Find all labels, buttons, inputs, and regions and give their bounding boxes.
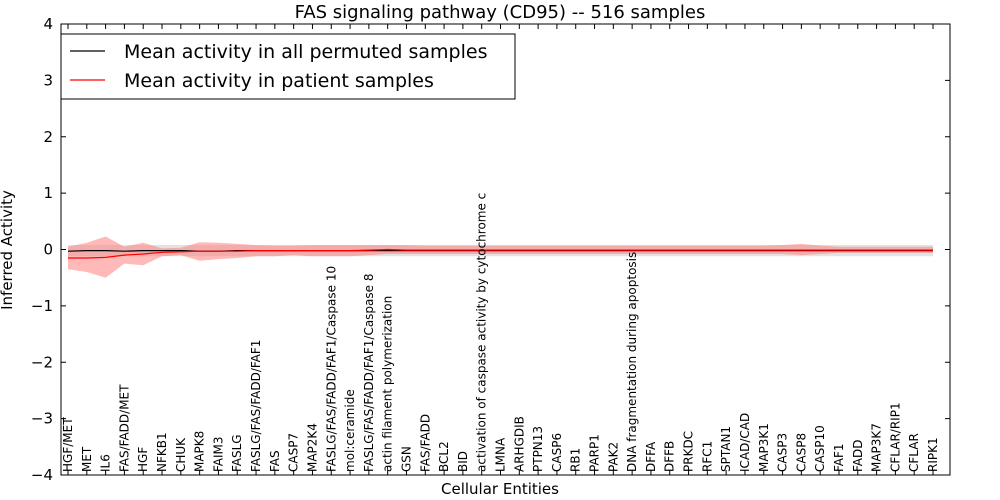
x-tick-label-3: FAS/FADD/MET — [117, 384, 131, 472]
legend-label-0: Mean activity in all permuted samples — [124, 41, 487, 63]
x-tick-label-1: MET — [80, 446, 94, 472]
x-tick-label-30: DNA fragmentation during apoptosis — [625, 252, 639, 472]
x-tick-label-19: FAS/FADD — [418, 414, 432, 472]
x-tick-label-6: CHUK — [174, 437, 188, 472]
legend: Mean activity in all permuted samplesMea… — [60, 33, 516, 100]
x-tick-label-44: CFLAR/RIP1 — [888, 402, 902, 472]
y-tick-label-6: 2 — [43, 128, 53, 146]
x-tick-label-39: CASP8 — [794, 433, 808, 472]
x-tick-label-35: SPTAN1 — [719, 426, 733, 472]
x-tick-label-15: mol:ceramide — [343, 389, 357, 472]
x-tick-label-28: PARP1 — [588, 434, 602, 472]
series-band-1 — [68, 236, 933, 278]
x-tick-label-29: PAK2 — [606, 442, 620, 472]
x-tick-label-33: PRKDC — [682, 431, 696, 472]
y-tick-label-7: 3 — [43, 71, 53, 89]
x-tick-label-16: FASLG/FAS/FADD/FAF1/Caspase 8 — [362, 274, 376, 473]
legend-box — [60, 33, 516, 100]
legend-label-1: Mean activity in patient samples — [124, 70, 434, 92]
x-tick-label-34: RFC1 — [700, 441, 714, 472]
x-tick-label-14: FASLG/FAS/FADD/FAF1/Caspase 10 — [324, 266, 338, 472]
y-tick-label-0: −4 — [31, 466, 53, 484]
x-tick-label-9: FASLG — [230, 434, 244, 472]
y-axis-title: Inferred Activity — [0, 190, 16, 310]
x-tick-label-10: FASLG/FAS/FADD/FAF1 — [249, 340, 263, 472]
x-tick-label-20: BCL2 — [437, 441, 451, 472]
x-tick-label-4: HGF — [136, 447, 150, 472]
x-tick-label-36: ICAD/CAD — [738, 413, 752, 472]
x-tick-label-23: LMNA — [494, 437, 508, 472]
x-tick-label-43: MAP3K7 — [870, 423, 884, 472]
x-tick-label-25: PTPN13 — [531, 426, 545, 472]
y-tick-label-8: 4 — [43, 15, 53, 33]
x-tick-label-0: HGF/MET — [61, 417, 75, 472]
y-ticks: −4 −3 −2 −1 0 1 2 3 4 — [31, 15, 950, 484]
x-tick-label-7: MAPK8 — [193, 431, 207, 472]
x-tick-label-5: NFKB1 — [155, 432, 169, 472]
x-tick-label-37: MAP3K1 — [757, 423, 771, 472]
x-tick-label-42: FADD — [851, 440, 865, 473]
x-tick-label-46: RIPK1 — [926, 437, 940, 472]
x-tick-label-8: FAIM3 — [211, 436, 225, 472]
x-tick-label-2: IL6 — [99, 454, 113, 472]
x-tick-label-31: DFFA — [644, 441, 658, 472]
x-tick-label-32: DFFB — [663, 441, 677, 472]
x-tick-label-41: FAF1 — [832, 443, 846, 472]
plot-layer — [67, 236, 933, 278]
x-tick-label-13: MAP2K4 — [306, 423, 320, 472]
x-tick-label-45: CFLAR — [907, 433, 921, 472]
x-tick-label-22: activation of caspase activity by cytoch… — [475, 193, 489, 472]
x-tick-label-17: actin filament polymerization — [381, 296, 395, 472]
series-line-1 — [68, 248, 933, 259]
x-tick-label-27: RB1 — [569, 448, 583, 472]
chart-title: FAS signaling pathway (CD95) -- 516 samp… — [295, 2, 706, 23]
x-tick-label-26: CASP6 — [550, 433, 564, 472]
x-tick-label-11: FAS — [268, 450, 282, 472]
y-tick-label-4: 0 — [43, 241, 53, 259]
x-tick-label-18: GSN — [400, 446, 414, 472]
y-tick-label-1: −3 — [31, 410, 53, 428]
x-axis-title: Cellular Entities — [441, 480, 559, 498]
x-tick-label-12: CASP7 — [287, 433, 301, 472]
x-tick-label-21: BID — [456, 451, 470, 472]
y-tick-label-3: −1 — [31, 297, 53, 315]
x-tick-label-38: CASP3 — [776, 433, 790, 472]
y-tick-label-2: −2 — [31, 353, 53, 371]
y-tick-label-5: 1 — [43, 184, 53, 202]
x-ticks: HGF/MET MET IL6 FAS/FADD/MET HGF NFKB1 CHUK MAP… — [61, 24, 940, 475]
x-tick-label-24: ARHGDIB — [512, 416, 526, 472]
x-tick-label-40: CASP10 — [813, 425, 827, 472]
